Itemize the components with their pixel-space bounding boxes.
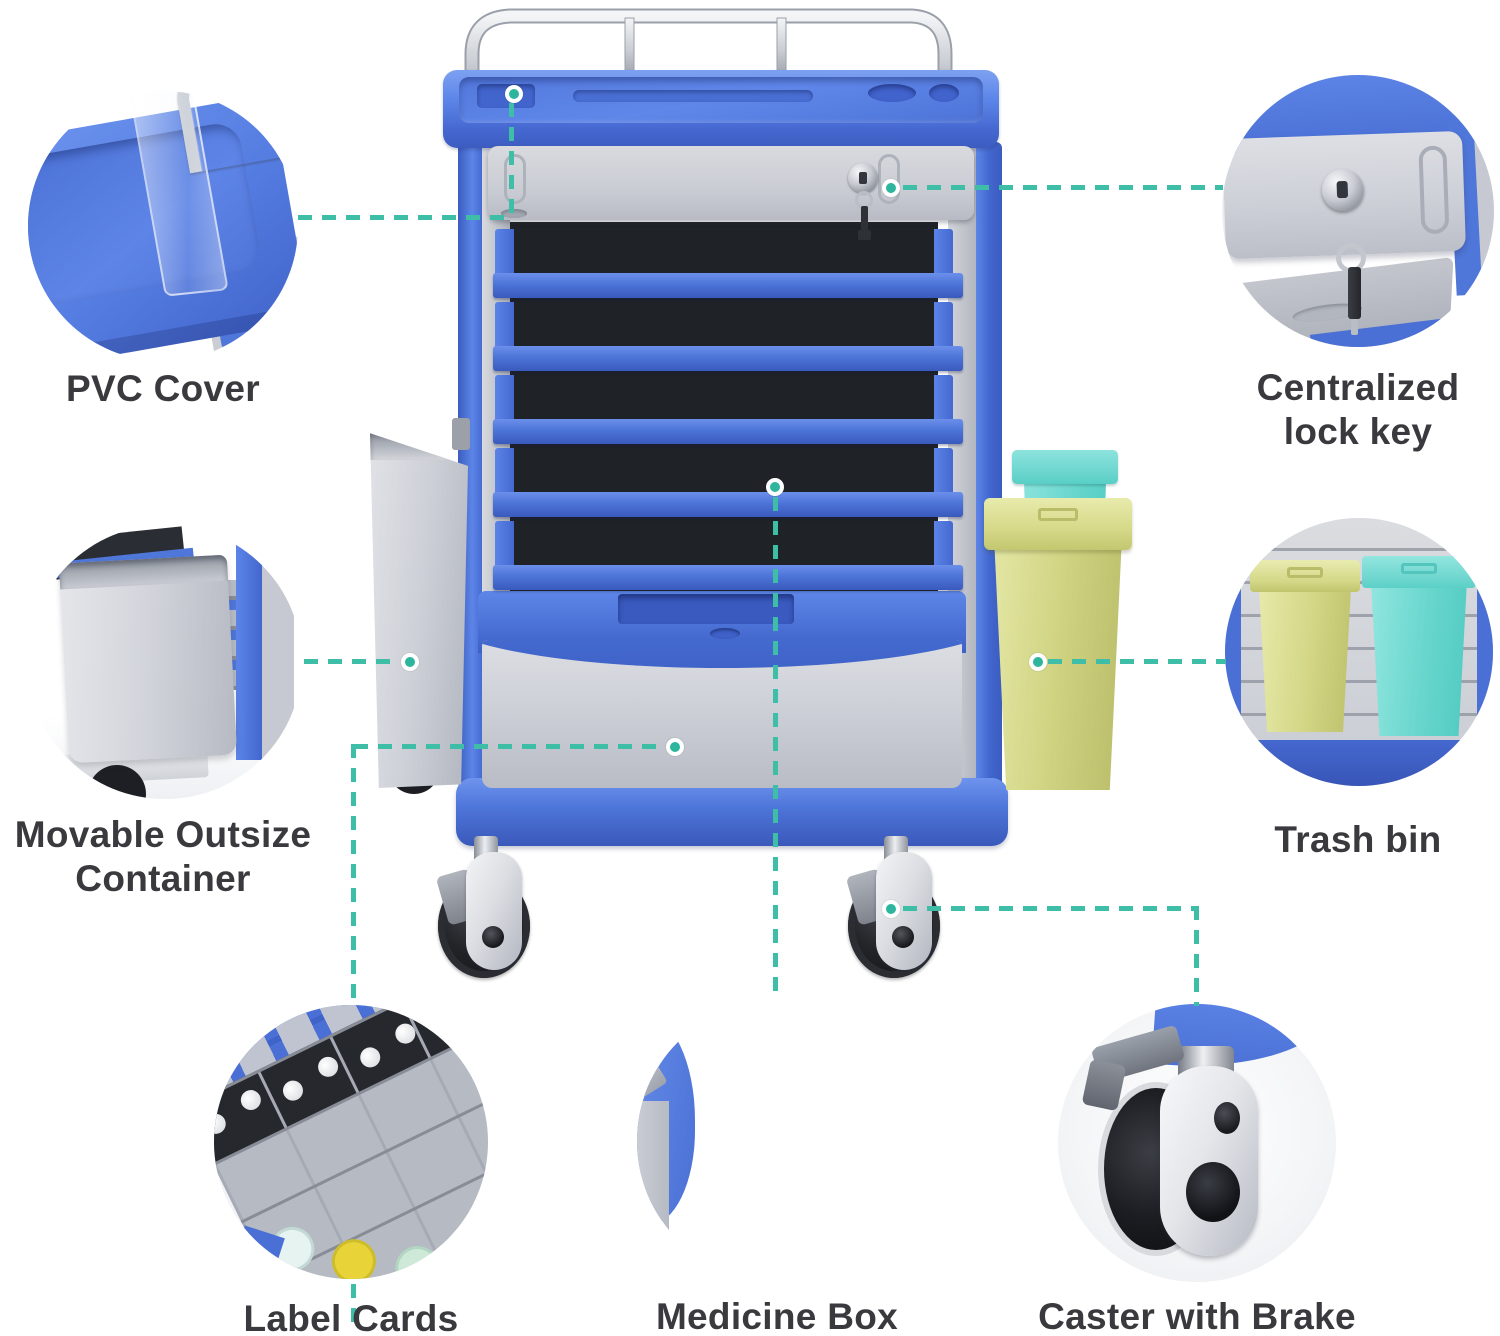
feature-label-label-cards: Label Cards [243,1298,459,1336]
feature-circle-container [28,525,302,799]
fork-hub-hole [892,926,914,948]
drawer-row-boxes [514,371,934,419]
trash-wall-blue-right [1477,554,1493,759]
drawer-shelf-bar [493,273,963,298]
connector-caster-v [1194,906,1199,1006]
tray-cup-recess-small [929,84,959,102]
fork-big-hole [1186,1162,1240,1222]
drawer-row-boxes [514,225,934,273]
bottle-cap [469,1005,488,1014]
medicine-rows-rotated [637,1001,917,1281]
feature-label-lock: Centralized lock key [1256,367,1460,453]
key-tip [1351,319,1358,335]
bottle-cap [356,1044,384,1071]
connector-dot-medicine [766,478,784,496]
yellow-lid-notch [1287,567,1323,578]
connector-dot-container [401,653,419,671]
connector-labelcards-v2 [351,1284,356,1330]
feature-circle-lock [1222,75,1494,347]
drawer-blue-curtain [482,640,962,668]
bottom-drawer-front[interactable] [482,640,962,788]
feature-label-medicine-box: Medicine Box [655,1296,899,1336]
trash-bin-yellow[interactable] [984,498,1132,790]
feature-circle-caster [1058,1004,1336,1282]
connector-dot-caster [882,900,900,918]
drawer-shelf-bar [493,492,963,517]
key [861,206,868,236]
medicine-left-gray-edge [637,1101,669,1281]
lock-keyhole [859,172,867,184]
drawer-row-boxes [514,444,934,492]
cart-right-blue-frame [976,142,1002,788]
feature-circle-label-cards [214,1005,488,1279]
caster-with-brake [432,836,542,986]
connector-container-h [304,659,400,664]
trash-yellow-bin[interactable] [1250,560,1360,732]
panel-slot-left [504,154,526,204]
bottle-cap [391,1020,419,1047]
cart-base [456,778,1008,846]
panel-slot-outline [1418,145,1450,235]
connector-dot-labelcards [666,738,684,756]
drawer-smile [710,628,740,639]
yellow-bin-lid-notch [1038,508,1078,521]
drawer-shelf-bar [493,419,963,444]
teal-body [1371,584,1467,736]
connector-dot-pvc [505,85,523,103]
fork-small-hole [1214,1102,1240,1134]
teal-bin-lid [1012,450,1118,484]
connector-pvc-v [509,103,514,217]
trash-wall-blue-bottom [1225,740,1493,786]
container-cart-blue-edge [236,525,262,760]
yellow-bin-lid [984,498,1132,550]
drawer-shelf-bar [493,346,963,371]
connector-caster-h [903,906,1198,911]
connector-pvc-h [298,215,514,220]
lock-gray-panel [1222,130,1467,260]
connector-trash-h [1048,659,1226,664]
drawer-row-boxes [514,517,934,565]
bottle-cap [434,1010,461,1038]
drawer-row-boxes [514,298,934,346]
feature-circle-medicine-box [637,1001,917,1281]
container-cart-gray-edge [262,525,294,765]
feature-label-caster: Caster with Brake [1038,1296,1356,1336]
drawer-shelf-bar [493,565,963,590]
feature-circle-trash [1225,518,1493,786]
connector-dot-trash [1029,653,1047,671]
drawer-handle-recess[interactable] [618,594,794,624]
yellow-body [1259,588,1351,732]
connector-labelcards-h [354,744,666,749]
bottle-cap [314,1053,342,1081]
tray-groove [573,90,813,102]
feature-label-trash: Trash bin [1274,819,1442,860]
key-icon [1348,267,1361,319]
fork-hub-hole [482,926,504,948]
trash-wall-blue-left [1225,558,1241,758]
connector-lock-h [903,185,1223,190]
feature-circle-pvc-cover [28,91,298,361]
trash-teal-bin[interactable] [1362,556,1476,736]
caster-fork [1160,1066,1258,1256]
container-bucket[interactable] [58,554,238,764]
cart-top-tray [443,70,999,148]
outsize-container[interactable] [370,433,468,788]
container-mount-hook [452,418,470,450]
panel-slot-right [878,154,900,204]
caster-fork [466,852,522,970]
tray-cup-recess [868,84,916,102]
yellow-bin-body [994,544,1122,790]
lock-keyhole [1336,180,1349,199]
bottle-cap [279,1077,307,1105]
connector-dot-lock [882,179,900,197]
feature-label-container: Movable Outsize Container [14,814,312,900]
key-head [858,230,871,240]
connector-labelcards-v1 [351,744,356,1004]
bottle-cap [214,1110,230,1138]
teal-lid-notch [1401,563,1437,574]
connector-medicine-v [773,497,778,1001]
feature-label-pvc-cover: PVC Cover [66,368,260,409]
medicine-box-rail [637,1001,917,1094]
lock-panel [488,146,974,240]
